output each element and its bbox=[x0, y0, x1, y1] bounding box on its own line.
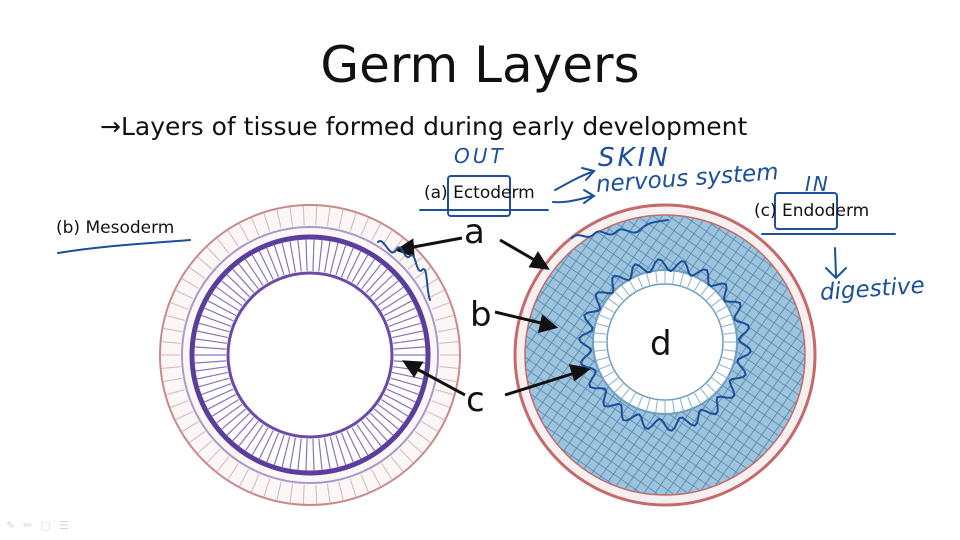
highlighter-icon[interactable]: ✏ bbox=[23, 519, 33, 532]
eraser-icon[interactable]: ▢ bbox=[40, 519, 51, 532]
menu-icon[interactable]: ☰ bbox=[58, 519, 69, 532]
left-embryo bbox=[159, 204, 461, 506]
ectoderm-label: (a) Ectoderm bbox=[424, 183, 535, 203]
annotation-in: IN bbox=[805, 172, 830, 196]
subtitle: →Layers of tissue formed during early de… bbox=[100, 112, 748, 141]
label-a: a bbox=[464, 212, 485, 252]
page-title: Germ Layers bbox=[320, 36, 640, 94]
label-b: b bbox=[470, 295, 492, 335]
label-c: c bbox=[466, 380, 485, 420]
pointer-arrows bbox=[394, 236, 592, 397]
endoderm-label: (c) Endoderm bbox=[754, 201, 870, 221]
pen-icon[interactable]: ✎ bbox=[6, 519, 16, 532]
ink-annotations bbox=[57, 167, 896, 432]
annotation-out: OUT bbox=[454, 144, 506, 168]
label-d: d bbox=[650, 324, 672, 364]
right-embryo bbox=[513, 203, 817, 507]
annotation-skin: SKIN bbox=[598, 143, 671, 173]
annotation-toolbar: ✎ ✏ ▢ ☰ bbox=[6, 519, 69, 532]
mesoderm-label: (b) Mesoderm bbox=[56, 218, 175, 238]
